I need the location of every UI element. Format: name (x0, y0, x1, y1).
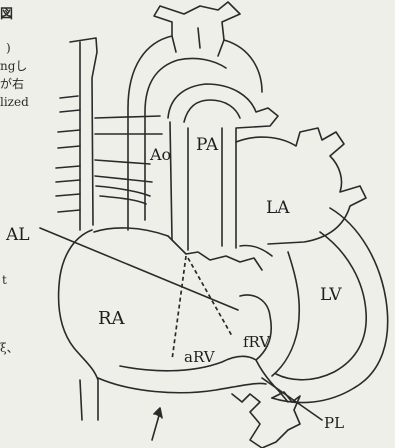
label-pa: PA (196, 135, 219, 155)
pl-leader-line (262, 378, 322, 420)
pulmonary-vessel-curve (96, 186, 150, 204)
rv-lower-wall (98, 378, 266, 393)
label-pl: PL (324, 414, 344, 432)
pulmonary-artery-outer (168, 84, 278, 248)
outflow-vessel (232, 392, 300, 448)
label-ra: RA (98, 308, 126, 329)
vein-upper (60, 96, 80, 112)
dashed-boundary-left (172, 256, 186, 360)
label-al: AL (5, 225, 30, 245)
left-atrium-septum (240, 245, 272, 256)
superior-vena-cava (70, 38, 97, 225)
label-la: LA (266, 198, 290, 218)
pulmonary-artery-inner (184, 100, 240, 122)
vein-bottom (56, 194, 80, 212)
label-lv: LV (320, 285, 342, 305)
vein-mid (58, 130, 80, 148)
inferior-vena-cava-left (80, 380, 82, 420)
head-vessel-3 (218, 40, 224, 56)
head-vessel-2 (198, 28, 200, 48)
right-atrium (59, 230, 98, 420)
dashed-boundary-right (188, 258, 232, 336)
vein-lower (56, 166, 80, 182)
pa-trunk-left (170, 122, 172, 240)
interventricular-septum (272, 252, 299, 376)
label-arv: aRV (184, 348, 216, 366)
rv-outflow (256, 360, 288, 402)
al-leader-line (40, 228, 238, 310)
label-ao: Ao (149, 145, 171, 164)
head-vessel-1 (172, 36, 176, 52)
left-atrium (236, 128, 366, 244)
ra-inner (94, 228, 168, 236)
right-ventricle-boundary (168, 236, 262, 270)
label-frv: fRV (243, 333, 271, 351)
pulmonary-artery-lower (95, 160, 152, 182)
